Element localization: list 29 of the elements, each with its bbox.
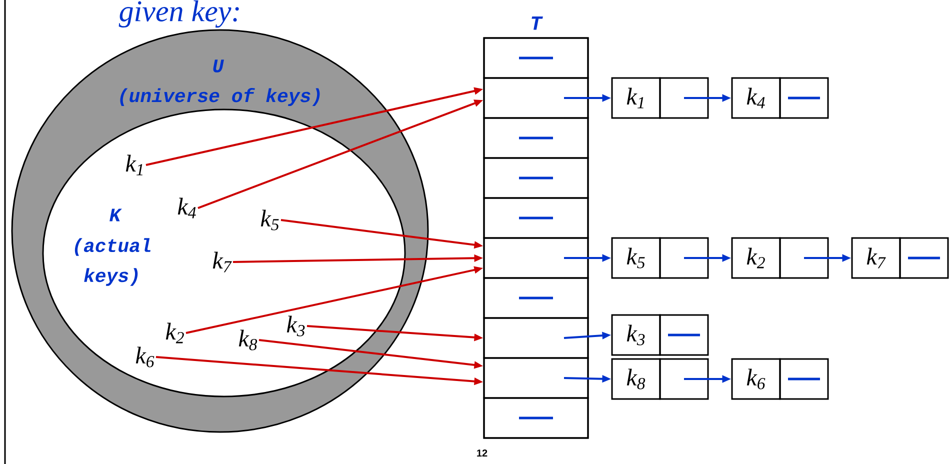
key-label: k$_{5}$	[260, 210, 279, 230]
list-node: k$_{1}$	[611, 77, 709, 119]
title-text: given key:	[118, 0, 239, 28]
table-slot	[483, 117, 589, 159]
list-node: k$_{5}$	[611, 237, 709, 279]
list-node: k$_{3}$	[611, 314, 709, 356]
table-slot	[483, 317, 589, 359]
list-node: k$_{4}$	[731, 77, 829, 119]
key-label: k$_{6}$	[136, 346, 154, 368]
key-label: k$_{7}$	[212, 252, 232, 272]
table-slot	[483, 197, 589, 239]
table-slot	[483, 77, 589, 119]
key-label: k$_{8}$	[238, 330, 258, 350]
table-slot	[483, 237, 589, 279]
list-node: k$_{2}$	[731, 237, 829, 279]
node-label: T	[532, 16, 543, 30]
table-slot	[483, 37, 589, 79]
key-label: k$_{4}$	[178, 198, 196, 218]
table-slot	[483, 277, 589, 319]
table-slot	[483, 397, 589, 439]
table-slot	[483, 357, 589, 399]
list-node: k$_{7}$	[851, 237, 949, 279]
list-node: k$_{6}$	[731, 358, 829, 400]
list-node: k$_{8}$	[611, 358, 709, 400]
key-label: k$_{2}$	[166, 322, 184, 344]
key-label: k$_{3}$	[286, 316, 305, 336]
key-label: k$_{1}$	[126, 154, 142, 176]
table-slot	[483, 157, 589, 199]
page-number: 12	[477, 450, 488, 456]
